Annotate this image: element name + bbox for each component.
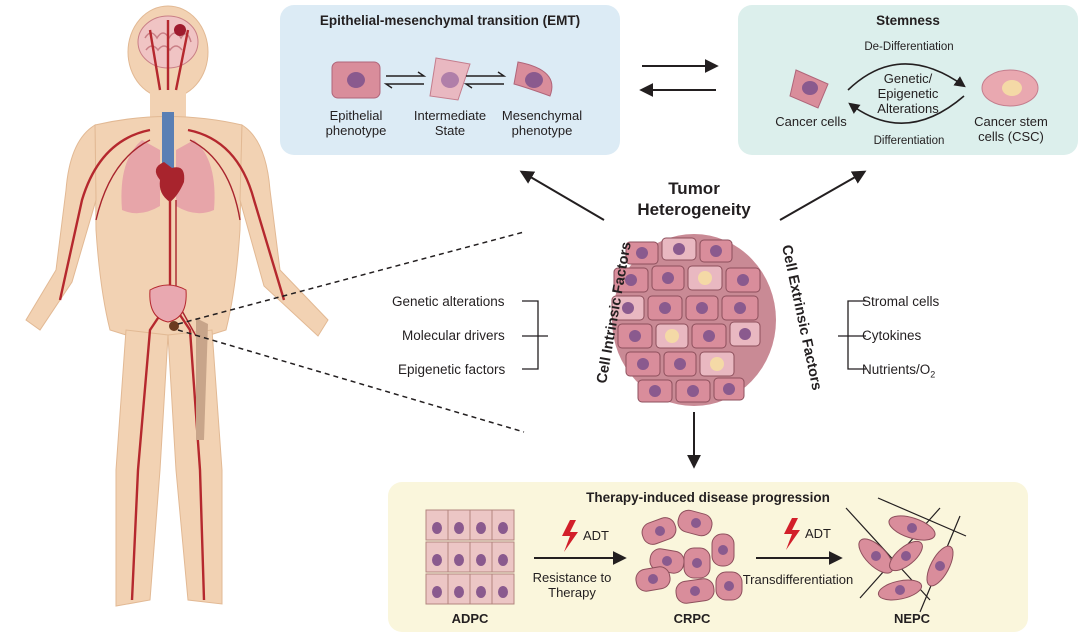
dedifferentiation-arrow xyxy=(847,63,966,91)
stemness-cells xyxy=(789,69,1039,109)
adpc-label: ADPC xyxy=(451,611,489,626)
adt-label-2: ADT xyxy=(805,526,831,541)
lightning-icon xyxy=(562,520,578,552)
tumor-cell-cluster xyxy=(611,234,776,406)
extrinsic-bracket xyxy=(838,300,866,370)
nepc-label: NEPC xyxy=(893,611,931,626)
crpc-label: CRPC xyxy=(673,611,711,626)
factor-nutrients-o2: Nutrients/O2 xyxy=(862,362,936,380)
emt-cells xyxy=(331,57,553,101)
factor-cytokines: Cytokines xyxy=(862,328,922,343)
extrinsic-label: Cell Extrinsic Factors xyxy=(778,244,824,392)
emt-title: Epithelial-mesenchymal transition (EMT) xyxy=(319,13,581,28)
intrinsic-bracket xyxy=(522,300,548,370)
adpc-cells xyxy=(425,509,515,605)
crpc-cells xyxy=(635,509,743,604)
therapy-title: Therapy-induced disease progression xyxy=(586,490,830,505)
nepc-cells xyxy=(845,497,967,613)
stemness-title: Stemness xyxy=(876,13,940,28)
arrow-to-emt xyxy=(519,170,605,221)
human-body-illustration xyxy=(25,5,329,607)
differentiation-arrow xyxy=(848,95,965,124)
factor-stromal-cells: Stromal cells xyxy=(862,294,940,309)
dedifferentiation-label: De-Differentiation xyxy=(864,41,954,53)
factor-epigenetic-factors: Epigenetic factors xyxy=(398,362,506,377)
arrow-to-stemness xyxy=(779,170,867,221)
factor-genetic-alterations: Genetic alterations xyxy=(392,294,505,309)
lightning-icon xyxy=(784,518,800,550)
differentiation-label: Differentiation xyxy=(873,135,945,147)
cancer-cells-label: Cancer cells xyxy=(775,114,847,129)
transdifferentiation-label: Transdifferentiation xyxy=(742,572,854,587)
factor-molecular-drivers: Molecular drivers xyxy=(402,328,505,343)
adt-label-1: ADT xyxy=(583,528,609,543)
emt-equilibrium-arrows xyxy=(383,71,507,89)
